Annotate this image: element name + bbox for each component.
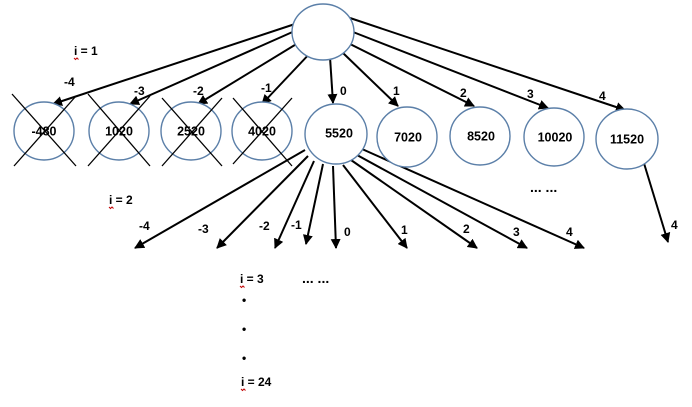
cross-1a — [11, 93, 77, 167]
child-node-7 — [449, 106, 511, 166]
gc-label-8: 3 — [513, 225, 520, 239]
cross-2a — [87, 93, 151, 167]
edge-root-child-6 — [342, 52, 399, 107]
cross-2b — [87, 95, 151, 167]
edge-gc-1 — [134, 149, 306, 249]
edge-label-3: -2 — [193, 84, 204, 98]
edge-label-5: 0 — [340, 84, 347, 98]
gc-label-9: 4 — [566, 225, 573, 239]
gc-label-1: -4 — [139, 219, 150, 233]
vdot-2: • — [242, 322, 246, 336]
child-node-1 — [13, 101, 75, 161]
gc-label-3: -2 — [259, 219, 270, 233]
edge-root-child-7 — [349, 43, 475, 107]
spellcheck-mark-i2 — [108, 206, 114, 210]
edge-root-child-9 — [349, 17, 626, 112]
level-label-i1: i = 1 — [74, 44, 98, 58]
edge-label-2: -3 — [134, 84, 145, 98]
edge-root-child-2 — [129, 29, 298, 105]
child-node-6 — [376, 106, 438, 168]
gc-label-5: 0 — [344, 225, 351, 239]
spellcheck-mark-i3 — [239, 285, 245, 289]
edge-label-1: -4 — [64, 75, 75, 89]
edge-root-child-5 — [327, 56, 338, 104]
edge-label-6: 1 — [393, 84, 400, 98]
edge-gc-2 — [216, 155, 309, 249]
gc-label-4: -1 — [291, 218, 302, 232]
edge-label-8: 3 — [527, 87, 534, 101]
spellcheck-mark-i1 — [73, 57, 79, 61]
edge-label-9: 4 — [599, 89, 606, 103]
child-nodes — [13, 101, 659, 170]
edge-gc-3 — [274, 160, 315, 249]
level-labels: i = 1 i = 2 i = 3 i = 24 — [73, 44, 272, 392]
edge-gc-4 — [302, 163, 324, 245]
vdot-1: • — [242, 293, 246, 307]
edge-gc-5 — [330, 165, 341, 249]
cross-3b — [161, 97, 223, 167]
child-value-8: 10020 — [538, 130, 573, 144]
edge-gc-8 — [356, 154, 528, 249]
cross-4b — [232, 97, 293, 165]
edge-root-child-8 — [352, 31, 549, 110]
root-edge-labels: -4 -3 -2 -1 0 1 2 3 4 — [64, 75, 606, 103]
root-node — [291, 3, 355, 61]
root-edges — [52, 17, 626, 112]
cross-4a — [232, 97, 293, 167]
spellcheck-mark-i24 — [240, 388, 246, 392]
edge-root-child-1 — [52, 23, 296, 106]
gc-label-7: 2 — [463, 222, 470, 236]
vertical-dots: • • • — [242, 293, 246, 365]
child-value-6: 7020 — [394, 130, 422, 144]
child-value-9: 11520 — [610, 132, 644, 146]
grandchild-edges — [134, 148, 671, 249]
edge-gc-6 — [342, 164, 408, 249]
child-node-9 — [595, 108, 659, 170]
child-value-5: 5520 — [325, 126, 353, 140]
edge-gc-7 — [350, 159, 478, 249]
child-node-5 — [304, 103, 368, 165]
last-node-edge-label: 4 — [671, 218, 678, 232]
edge-root-child-3 — [197, 39, 304, 105]
edge-label-4: -1 — [261, 81, 272, 95]
edge-last-node — [642, 159, 671, 243]
cross-1b — [13, 95, 77, 167]
prune-crosses — [11, 93, 293, 167]
grandchild-edge-labels: -4 -3 -2 -1 0 1 2 3 4 4 — [139, 218, 678, 239]
level-label-i2: i = 2 — [109, 193, 133, 207]
level-label-i3: i = 3 — [240, 272, 264, 286]
child-node-8 — [523, 107, 585, 167]
gc-label-2: -3 — [198, 222, 209, 236]
ellipsis-row2: ... ... — [302, 270, 329, 286]
vdot-3: • — [242, 351, 246, 365]
gc-label-6: 1 — [401, 223, 408, 237]
level-label-i24: i = 24 — [241, 375, 272, 389]
edge-root-child-4 — [261, 49, 314, 105]
ellipsis-row1: ... ... — [530, 179, 557, 195]
edge-label-7: 2 — [460, 86, 467, 100]
child-value-7: 8520 — [467, 129, 495, 143]
